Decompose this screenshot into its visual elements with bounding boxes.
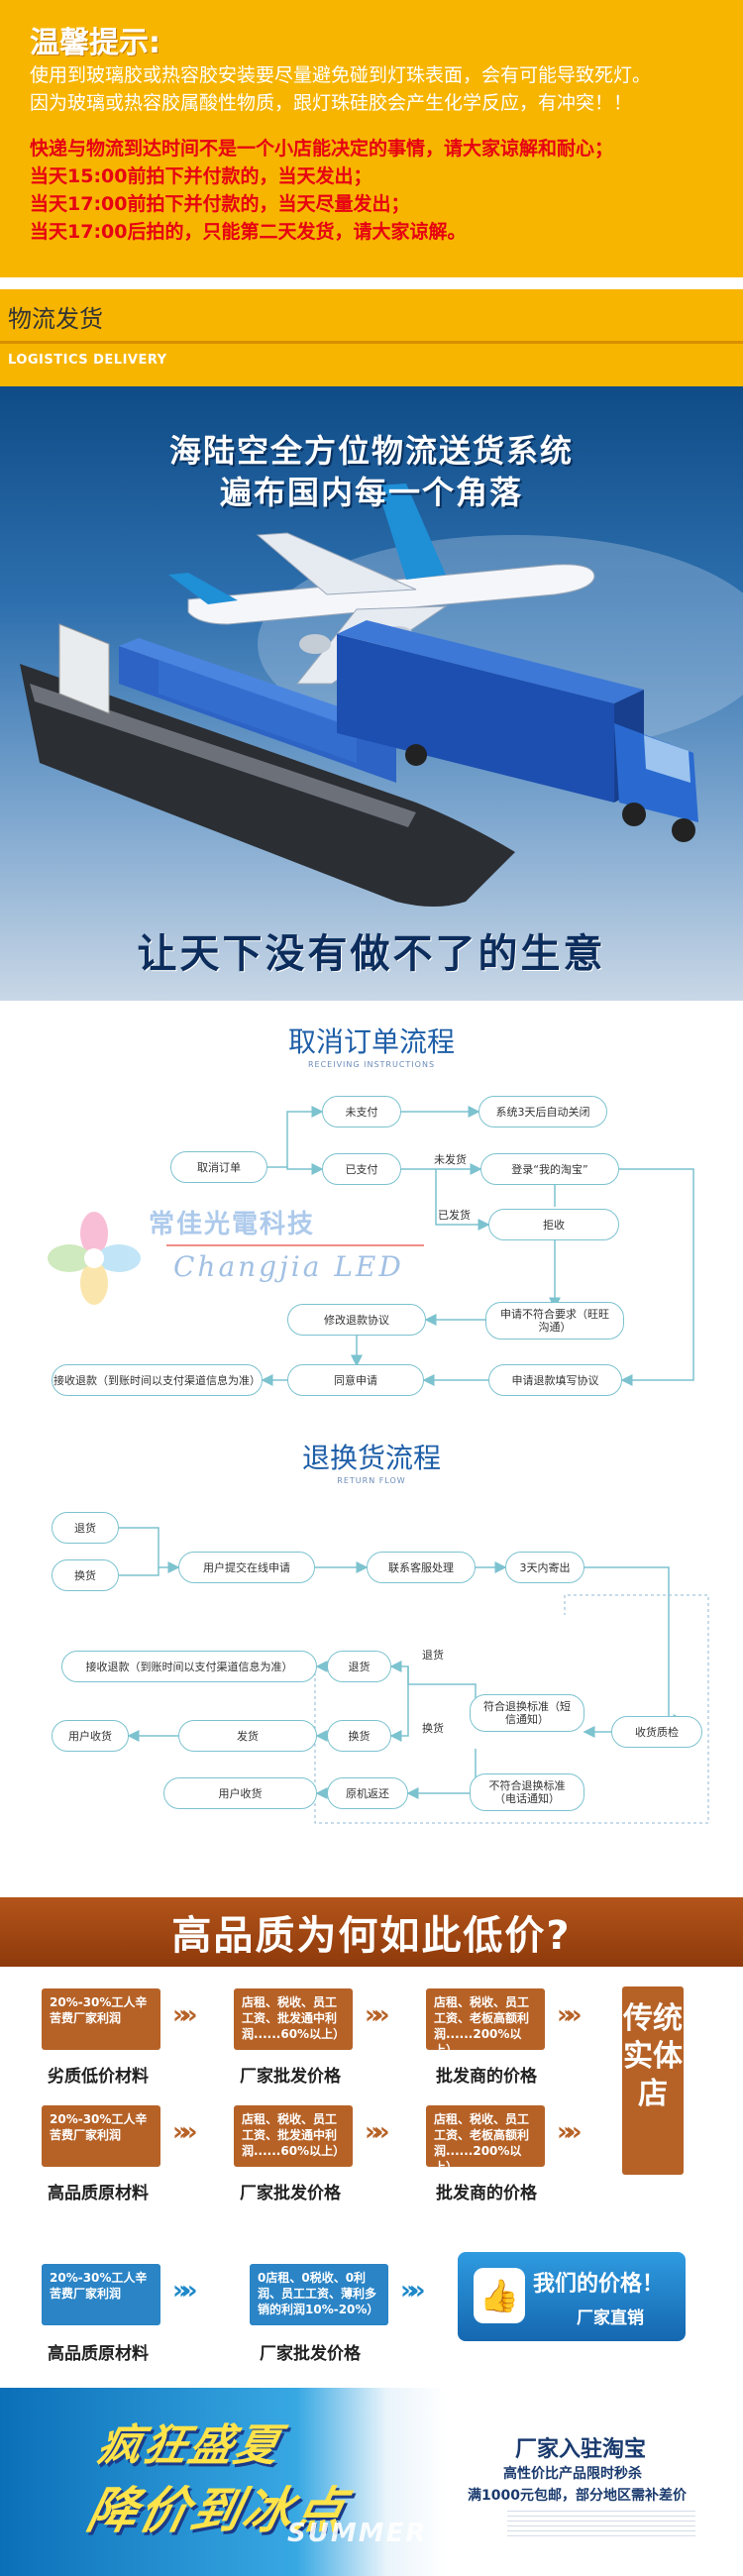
cargo-ship-icon bbox=[20, 623, 515, 907]
node-match-standard: 符合退换标准（短信通知） bbox=[470, 1694, 584, 1732]
chevron-right-icon: »» bbox=[365, 2000, 389, 2030]
shipping-note: 快递与物流到达时间不是一个小店能决定的事情，请大家谅解和耐心； bbox=[30, 138, 614, 160]
node-paid: 已支付 bbox=[322, 1153, 401, 1185]
shipping-note: 当天15:00前拍下并付款的，当天发出； bbox=[30, 165, 372, 187]
our-price-title: 我们的价格！ bbox=[533, 2272, 665, 2297]
node-submit-request: 用户提交在线申请 bbox=[178, 1552, 315, 1583]
node-receive-refund: 接收退款（到账时间以支付渠道信息为准） bbox=[52, 1364, 263, 1396]
price-comparison: 高品质为何如此低价? 20%-30%工人辛苦费厂家利润 »» 店租、税收、员工工… bbox=[0, 1897, 743, 2388]
price-label: 厂家批发价格 bbox=[260, 2344, 361, 2364]
node-user-receive: 用户收货 bbox=[52, 1720, 129, 1752]
chevron-right-icon: »» bbox=[400, 2276, 425, 2306]
chevron-right-icon: »» bbox=[557, 2000, 582, 2030]
node-exchange: 换货 bbox=[52, 1559, 119, 1591]
node-exchange-2: 换货 bbox=[327, 1720, 391, 1752]
node-ship: 发货 bbox=[178, 1720, 317, 1752]
shipping-note: 当天17:00前拍下并付款的，当天尽量发出； bbox=[30, 193, 410, 215]
fine-print-lines bbox=[507, 2511, 695, 2540]
node-not-match-standard: 不符合退换标准（电话通知） bbox=[470, 1773, 584, 1811]
node-send-back: 3天内寄出 bbox=[505, 1552, 584, 1583]
logo-flower-icon bbox=[48, 1212, 141, 1305]
node-fill-refund: 申请退款填写协议 bbox=[488, 1364, 622, 1396]
price-label: 厂家批发价格 bbox=[240, 2067, 341, 2087]
node-original-return: 原机返还 bbox=[327, 1777, 408, 1809]
our-price-badge: 👍 我们的价格！ 厂家直销 bbox=[458, 2252, 686, 2341]
node-reject: 拒收 bbox=[488, 1209, 619, 1240]
chevron-right-icon: »» bbox=[172, 2000, 197, 2030]
node-login-taobao: 登录“我的淘宝” bbox=[480, 1153, 619, 1185]
node-mismatch: 申请不符合要求（旺旺沟通） bbox=[485, 1302, 624, 1340]
notice-line: 因为玻璃或热容胶属酸性物质，跟灯珠硅胶会产生化学反应，有冲突！！ bbox=[30, 92, 633, 114]
node-agree: 同意申请 bbox=[287, 1364, 424, 1396]
summer-promo-title: 厂家入驻淘宝 bbox=[515, 2437, 647, 2462]
node-return-2: 退货 bbox=[327, 1651, 391, 1682]
node-cancel-order: 取消订单 bbox=[170, 1151, 267, 1183]
logistics-scene: 海陆空全方位物流送货系统 遍布国内每一个角落 让天下没有做不了的生意 bbox=[0, 386, 743, 1001]
summer-sale-banner: 疯狂盛夏 降价到冰点 SUMMER 厂家入驻淘宝 高性价比产品限时秒杀 满100… bbox=[0, 2388, 743, 2576]
logistics-illustration bbox=[20, 483, 743, 907]
thumbs-up-icon: 👍 bbox=[474, 2268, 525, 2323]
chevron-right-icon: »» bbox=[365, 2117, 389, 2147]
logistics-title: 物流发货 bbox=[8, 305, 103, 333]
notice-title: 温馨提示: bbox=[30, 26, 160, 60]
price-box: 店租、税收、员工工资、老板高额利润......200%以上） bbox=[426, 2105, 545, 2174]
cancel-flow-title: 取消订单流程 bbox=[287, 1025, 455, 1058]
price-label: 劣质低价材料 bbox=[48, 2067, 149, 2087]
divider bbox=[0, 277, 743, 289]
cancel-flow-subtitle: RECEIVING INSTRUCTIONS bbox=[307, 1060, 436, 1069]
edge-label-exchange: 换货 bbox=[422, 1722, 444, 1735]
our-price-subtitle: 厂家直销 bbox=[577, 2308, 644, 2328]
node-contact-service: 联系客服处理 bbox=[367, 1552, 476, 1583]
chevron-right-icon: »» bbox=[557, 2117, 582, 2147]
price-box: 店租、税收、员工工资、批发通中利润......60%以上） bbox=[234, 1988, 353, 2050]
divider bbox=[166, 1244, 424, 1246]
watermark-brand-en: Changjia LED bbox=[173, 1250, 404, 1283]
node-auto-close: 系统3天后自动关闭 bbox=[478, 1096, 607, 1127]
price-box: 20%-30%工人辛苦费厂家利润 bbox=[42, 2264, 160, 2325]
summer-en-title: SUMMER bbox=[287, 2519, 428, 2548]
price-box: 店租、税收、员工工资、批发通中利润......60%以上） bbox=[234, 2105, 353, 2167]
price-label: 批发商的价格 bbox=[436, 2184, 537, 2203]
node-receive-refund: 接收退款（到账时间以支付渠道信息为准） bbox=[61, 1651, 317, 1682]
node-user-receive-2: 用户收货 bbox=[163, 1777, 317, 1809]
logistics-headline: 海陆空全方位物流送货系统 bbox=[168, 432, 574, 470]
price-box: 20%-30%工人辛苦费厂家利润 bbox=[42, 1988, 160, 2050]
edge-label-return: 退货 bbox=[422, 1649, 444, 1662]
logistics-slogan: 让天下没有做不了的生意 bbox=[137, 931, 606, 977]
logistics-header: 物流发货 LOGISTICS DELIVERY bbox=[0, 289, 743, 386]
watermark-brand-cn: 常佳光電科技 bbox=[149, 1210, 316, 1239]
notice-banner: 温馨提示: 使用到玻璃胶或热容胶安装要尽量避免碰到灯珠表面，会有可能导致死灯。 … bbox=[0, 0, 743, 287]
return-flow-subtitle: RETURN FLOW bbox=[337, 1476, 406, 1485]
summer-promo-line: 满1000元包邮，部分地区需补差价 bbox=[468, 2488, 687, 2504]
price-label: 批发商的价格 bbox=[436, 2067, 537, 2087]
price-box: 0店租、0税收、0利润、员工工资、薄利多销的利润10%-20%） bbox=[250, 2264, 388, 2325]
edge-label-shipped: 已发货 bbox=[438, 1209, 471, 1222]
summer-promo-line: 高性价比产品限时秒杀 bbox=[503, 2466, 642, 2482]
logistics-subtitle: LOGISTICS DELIVERY bbox=[8, 353, 167, 368]
chevron-right-icon: »» bbox=[172, 2117, 197, 2147]
notice-line: 使用到玻璃胶或热容胶安装要尽量避免碰到灯珠表面，会有可能导致死灯。 bbox=[30, 64, 652, 86]
divider bbox=[0, 341, 743, 344]
price-label: 高品质原材料 bbox=[48, 2184, 149, 2203]
shipping-note: 当天17:00后拍的，只能第二天发货，请大家谅解。 bbox=[30, 221, 467, 243]
summer-headline: 疯狂盛夏 bbox=[92, 2420, 286, 2471]
node-inspect: 收货质检 bbox=[611, 1716, 702, 1748]
price-heading-bar: 高品质为何如此低价? bbox=[0, 1897, 743, 1967]
return-flow-title: 退换货流程 bbox=[301, 1442, 441, 1474]
node-modify-refund: 修改退款协议 bbox=[287, 1304, 426, 1336]
price-box: 店租、税收、员工工资、老板高额利润......200%以上） bbox=[426, 1988, 545, 2057]
truck-icon bbox=[337, 620, 698, 842]
logistics-headline: 遍布国内每一个角落 bbox=[219, 474, 523, 511]
node-unpaid: 未支付 bbox=[322, 1096, 401, 1127]
price-label: 厂家批发价格 bbox=[240, 2184, 341, 2203]
edge-label-not-shipped: 未发货 bbox=[434, 1153, 467, 1166]
price-heading: 高品质为何如此低价? bbox=[171, 1913, 572, 1959]
flowcharts: 取消订单流程 RECEIVING INSTRUCTIONS 常佳光電科技 Cha… bbox=[0, 1001, 743, 1897]
price-box: 20%-30%工人辛苦费厂家利润 bbox=[42, 2105, 160, 2167]
chevron-right-icon: »» bbox=[172, 2276, 197, 2306]
node-return: 退货 bbox=[52, 1512, 119, 1544]
price-label: 高品质原材料 bbox=[48, 2344, 149, 2364]
traditional-store-tag: 传统实体店 bbox=[622, 1986, 684, 2175]
